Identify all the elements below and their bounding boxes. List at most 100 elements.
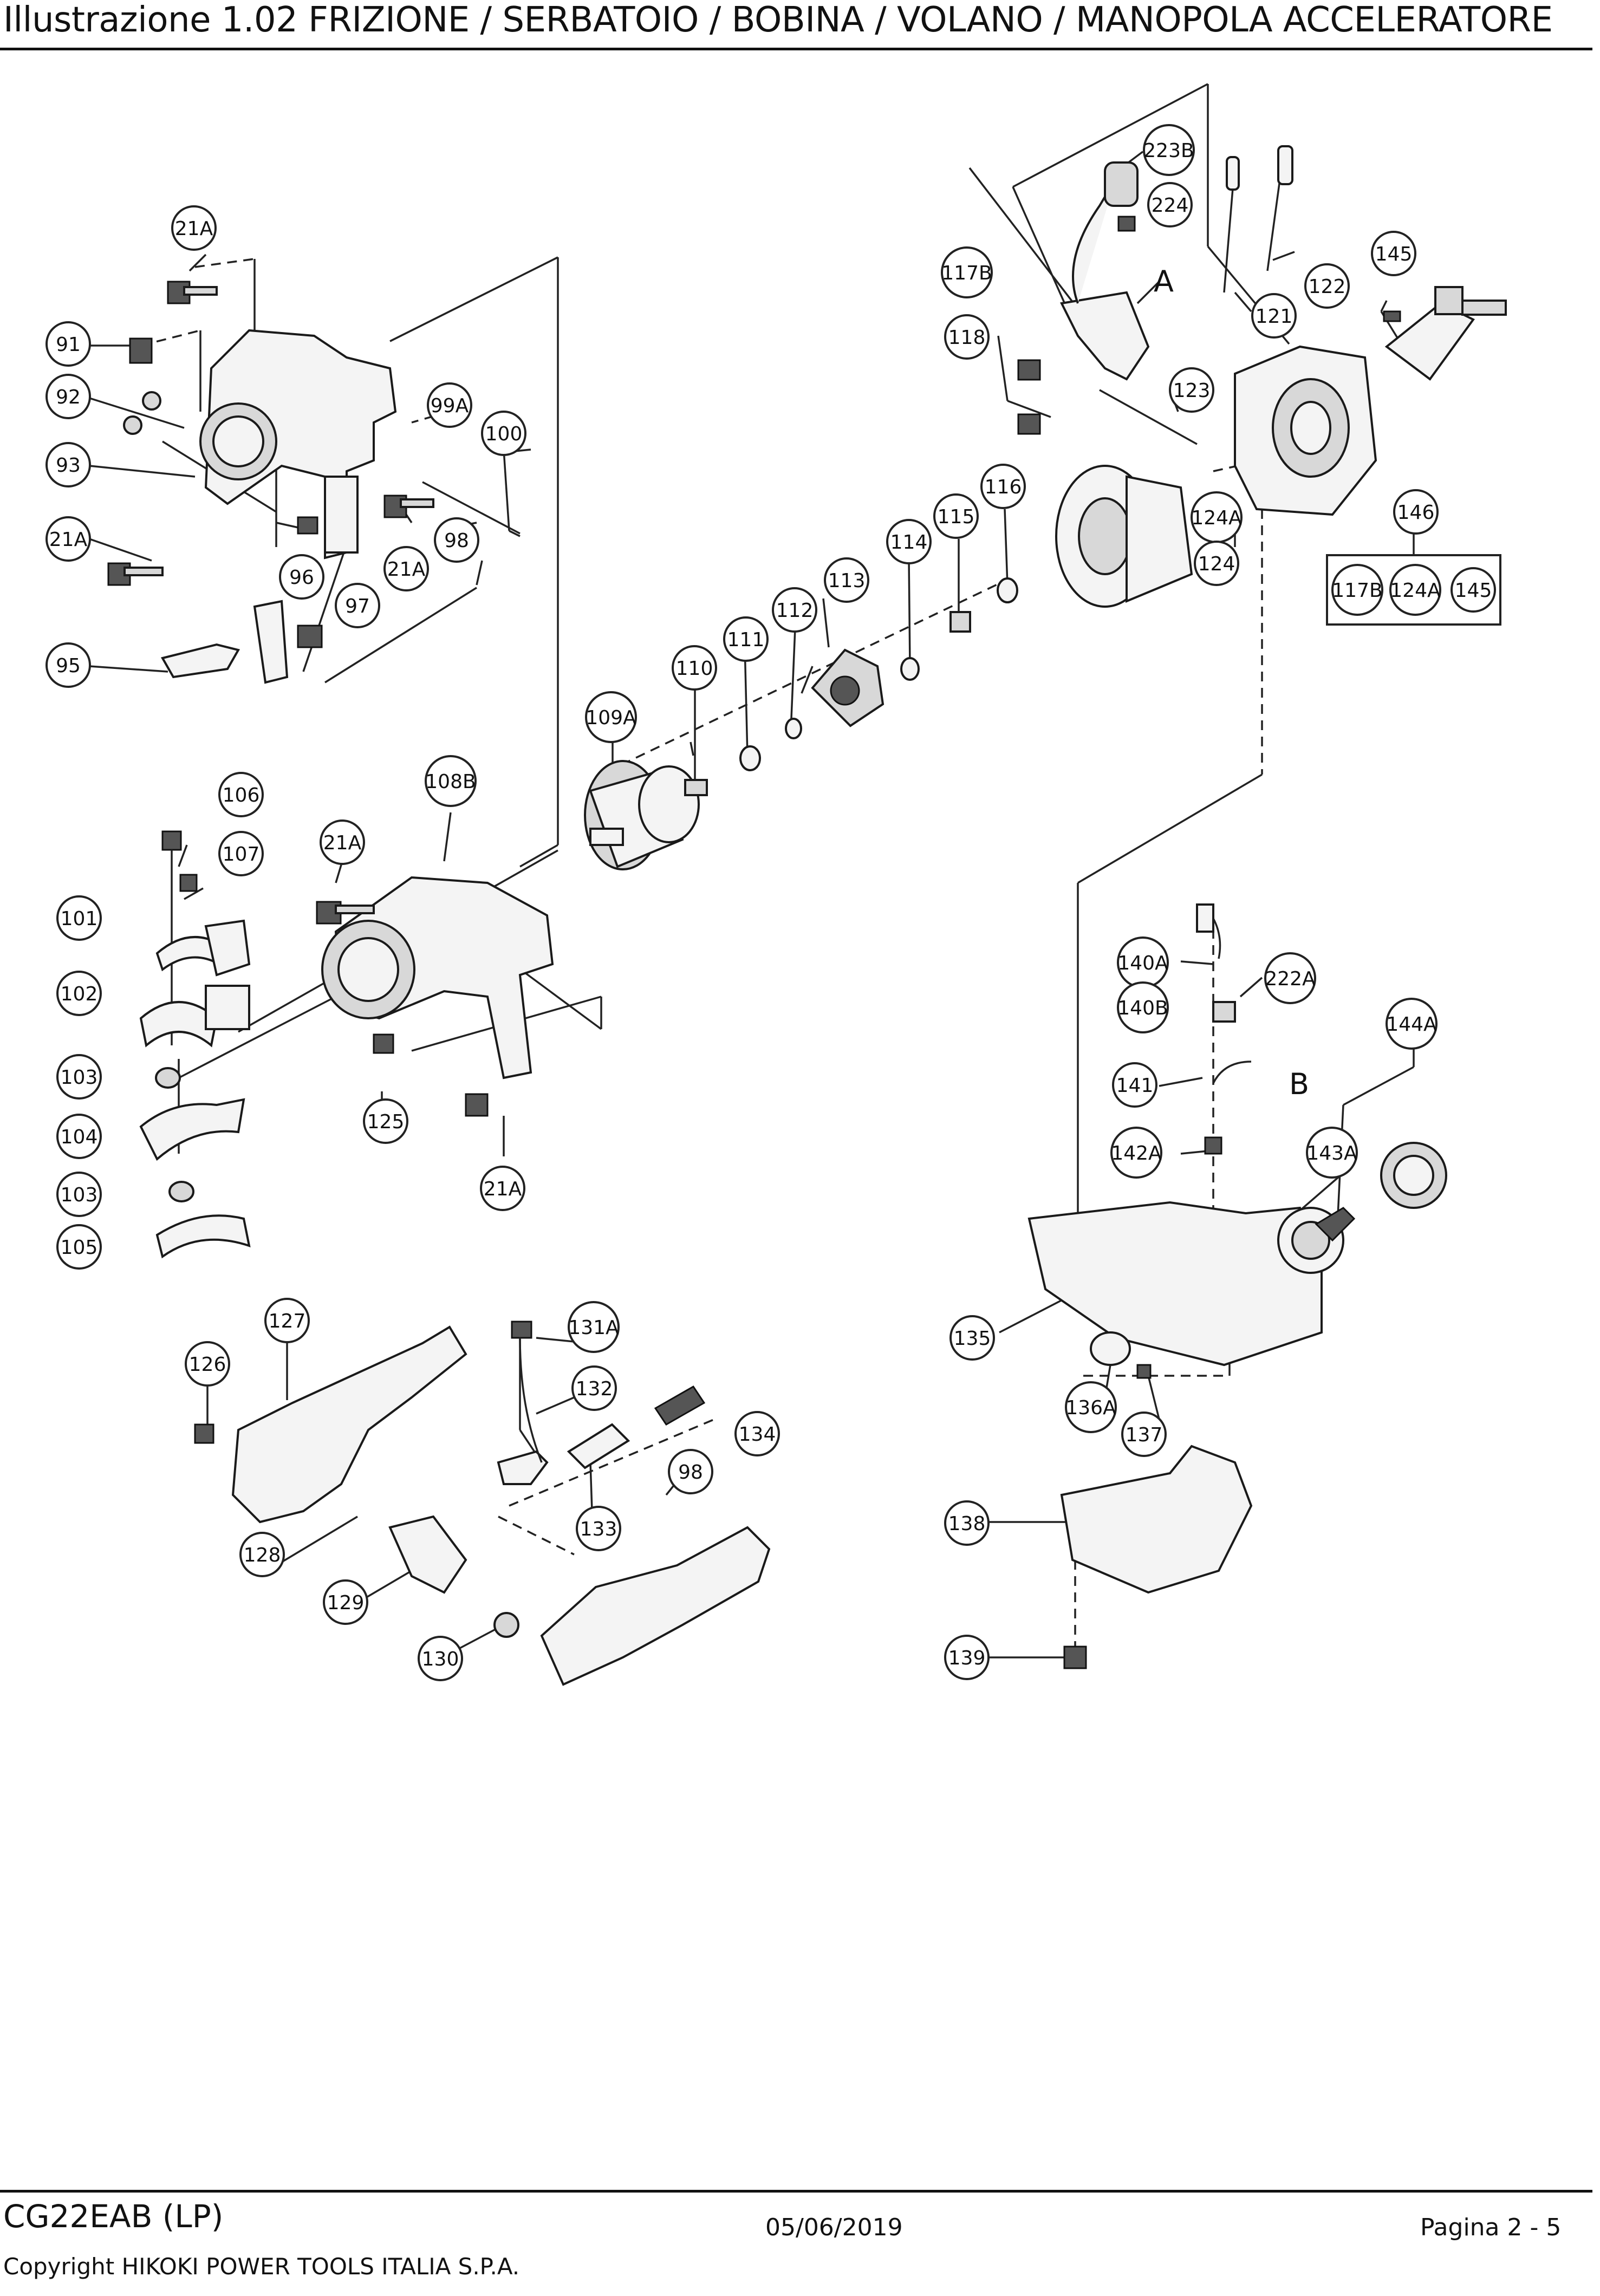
callout-96: 96 [279,554,324,600]
callout-108B: 108B [425,755,477,807]
callout-21A-d: 21A [320,819,365,865]
part-ignition-coil-117B [1017,161,1150,435]
callout-146-124A: 124A [1389,564,1441,616]
callout-122: 122 [1304,263,1350,309]
document-date: 05/06/2019 [765,2214,903,2241]
callout-label: 145 [1455,580,1492,602]
copyright-notice: Copyright HIKOKI POWER TOOLS ITALIA S.P.… [3,2253,520,2280]
callout-label: 137 [1126,1424,1163,1446]
callout-127: 127 [264,1298,310,1343]
callout-label: 21A [175,218,213,240]
part-clutch-drum-109A [584,760,700,870]
callout-116: 116 [980,464,1026,509]
callout-label: 95 [56,655,81,677]
callout-95: 95 [45,642,91,688]
callout-223B: 223B [1143,124,1195,176]
part-throttle-handle [194,1321,771,1686]
callout-143A: 143A [1306,1127,1358,1179]
callout-label: 126 [189,1354,226,1376]
callout-label: 124A [1191,507,1242,529]
callout-label: 140B [1117,997,1168,1019]
part-bolts-left [107,281,434,586]
callout-label: 138 [948,1513,986,1535]
callout-label: 112 [776,600,814,622]
callout-99A: 99A [427,382,472,428]
callout-label: 146 [1397,502,1435,524]
callout-92: 92 [45,374,91,419]
callout-label: 117B [1332,580,1382,602]
callout-label: 108B [425,771,476,793]
callout-label: 111 [727,629,765,651]
callout-21A-e: 21A [480,1166,525,1211]
callout-label: 134 [739,1423,776,1446]
callout-label: 21A [323,832,362,854]
callout-label: 91 [56,334,81,356]
callout-label: 144A [1386,1013,1437,1036]
callout-label: 127 [269,1310,306,1332]
callout-126: 126 [185,1341,230,1387]
callout-134: 134 [734,1411,780,1456]
callout-113: 113 [824,557,869,603]
callout-label: 118 [948,327,986,349]
callout-102: 102 [56,971,102,1016]
callout-label: 100 [485,423,523,445]
callout-label: 92 [56,386,81,408]
reference-letter-a: A [1154,264,1174,298]
callout-label: 99A [431,395,469,417]
callout-label: 98 [444,530,469,552]
part-clamps-101-105 [139,830,251,1259]
callout-label: 224 [1152,194,1189,217]
callout-114: 114 [886,519,932,564]
callout-145: 145 [1371,231,1416,276]
callout-label: 107 [223,843,260,866]
callout-label: 105 [61,1237,98,1259]
callout-label: 116 [985,476,1022,498]
callout-144A: 144A [1386,998,1438,1050]
callout-109A: 109A [585,691,637,743]
callout-label: 21A [49,529,88,551]
callout-140A: 140A [1117,936,1169,988]
callout-93: 93 [45,442,91,487]
callout-label: 124 [1198,553,1235,575]
callout-label: 103 [61,1066,98,1089]
callout-label: 135 [954,1328,991,1350]
callout-110: 110 [672,645,717,691]
header-divider [0,48,1592,50]
callout-103-a: 103 [56,1054,102,1100]
callout-label: 143A [1306,1142,1357,1165]
callout-106: 106 [218,772,264,817]
callout-label: 106 [223,784,260,806]
callout-label: 98 [678,1461,703,1484]
callout-label: 104 [61,1126,98,1148]
part-flywheel-124 [1055,465,1193,608]
callout-133: 133 [576,1506,621,1551]
part-lever-95 [160,587,477,684]
callout-label: 122 [1309,276,1346,298]
part-rod-100 [422,481,521,535]
callout-label: 130 [422,1648,459,1670]
callout-label: 117B [941,262,992,284]
callout-label: 93 [56,454,81,477]
part-washers [684,577,1018,796]
callout-label: 132 [576,1378,613,1400]
reference-letter-b: B [1289,1067,1309,1101]
callout-141: 141 [1112,1062,1157,1108]
part-crankcase [1234,345,1377,516]
part-starter-housing-108B [316,876,554,1117]
callout-130: 130 [418,1636,463,1681]
part-fuel-lines [1090,903,1447,1379]
callout-118: 118 [944,314,990,360]
part-bracket-138 [1060,1445,1253,1669]
callout-224: 224 [1147,182,1193,227]
callout-98-a: 98 [434,517,479,563]
callout-140B: 140B [1117,981,1169,1033]
callout-label: 114 [890,531,928,554]
callout-label: 124A [1390,580,1441,602]
callout-label: 139 [948,1647,986,1669]
callout-139: 139 [944,1635,990,1680]
page-title: Illustrazione 1.02 FRIZIONE / SERBATOIO … [3,0,1553,40]
callout-label: 128 [244,1544,281,1566]
callout-115: 115 [933,493,979,539]
callout-label: 115 [938,506,975,528]
